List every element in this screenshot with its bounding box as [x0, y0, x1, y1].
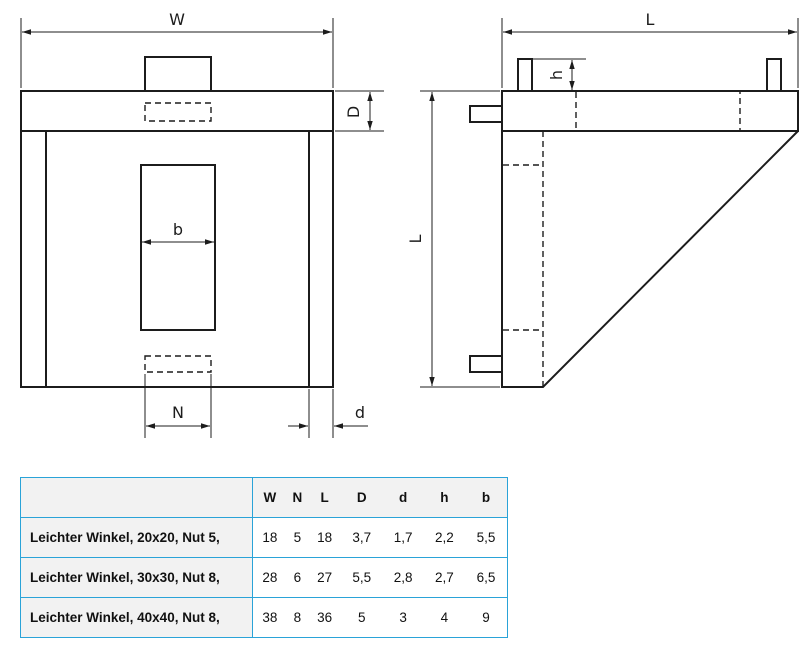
- spec-table: W N L D d h b Leichter Winkel, 20x20, Nu…: [20, 477, 508, 638]
- row-name: Leichter Winkel, 30x30, Nut 8,: [20, 557, 253, 598]
- dim-b-label: b: [173, 220, 183, 239]
- cell-d-upper: 5: [341, 597, 383, 638]
- side-body: [501, 130, 799, 388]
- table-header-row: W N L D d h b: [20, 477, 508, 518]
- table-row: Leichter Winkel, 20x20, Nut 5, 18 5 18 3…: [20, 517, 508, 558]
- dim-w-label: W: [169, 10, 185, 29]
- cell-w: 38: [252, 597, 287, 638]
- cell-b: 6,5: [465, 557, 508, 598]
- cell-l: 27: [308, 557, 342, 598]
- technical-drawing: W D b N d L: [20, 10, 799, 438]
- cell-h: 2,7: [423, 557, 466, 598]
- cell-d-lower: 2,8: [382, 557, 424, 598]
- col-header-n: N: [286, 477, 309, 518]
- side-hidden-top-slot: [575, 92, 741, 132]
- side-top-bar: [501, 90, 799, 132]
- table-header-blank: [20, 477, 253, 518]
- side-pin-upper: [469, 105, 503, 123]
- side-pin-lower: [469, 355, 503, 373]
- side-top-pin-right: [766, 58, 782, 92]
- cell-h: 4: [423, 597, 466, 638]
- cell-n: 8: [286, 597, 309, 638]
- row-name: Leichter Winkel, 40x40, Nut 8,: [20, 597, 253, 638]
- cell-b: 5,5: [465, 517, 508, 558]
- front-body: [20, 131, 334, 388]
- cell-l: 36: [308, 597, 342, 638]
- cell-n: 5: [286, 517, 309, 558]
- cell-d-upper: 3,7: [341, 517, 383, 558]
- dim-n-label: N: [172, 403, 184, 422]
- cell-w: 28: [252, 557, 287, 598]
- cell-d-lower: 1,7: [382, 517, 424, 558]
- dim-l-side-label: L: [406, 234, 425, 243]
- col-header-w: W: [252, 477, 287, 518]
- col-header-l: L: [308, 477, 342, 518]
- cell-l: 18: [308, 517, 342, 558]
- table-row: Leichter Winkel, 40x40, Nut 8, 38 8 36 5…: [20, 597, 508, 638]
- cell-d-lower: 3: [382, 597, 424, 638]
- front-view: W D b N d: [20, 10, 384, 438]
- table-row: Leichter Winkel, 30x30, Nut 8, 28 6 27 5…: [20, 557, 508, 598]
- col-header-b: b: [465, 477, 508, 518]
- front-hidden-nut-bottom: [144, 355, 212, 373]
- front-top-tab: [144, 56, 212, 92]
- dim-h-label: h: [547, 70, 566, 80]
- col-header-h: h: [423, 477, 466, 518]
- dim-thk-label: d: [355, 403, 365, 422]
- cell-n: 6: [286, 557, 309, 598]
- side-view: L L h: [406, 10, 799, 388]
- row-name: Leichter Winkel, 20x20, Nut 5,: [20, 517, 253, 558]
- front-slot: [140, 164, 216, 331]
- dim-d-label: D: [344, 106, 363, 118]
- side-top-pin-left: [517, 58, 533, 92]
- front-top-bar: [20, 90, 334, 132]
- cell-w: 18: [252, 517, 287, 558]
- side-hidden-inner: [542, 130, 798, 387]
- cell-h: 2,2: [423, 517, 466, 558]
- cell-b: 9: [465, 597, 508, 638]
- front-hidden-nut-top: [144, 102, 212, 122]
- col-header-d-upper: D: [341, 477, 383, 518]
- dim-l-top-label: L: [646, 10, 655, 29]
- col-header-d-lower: d: [382, 477, 424, 518]
- cell-d-upper: 5,5: [341, 557, 383, 598]
